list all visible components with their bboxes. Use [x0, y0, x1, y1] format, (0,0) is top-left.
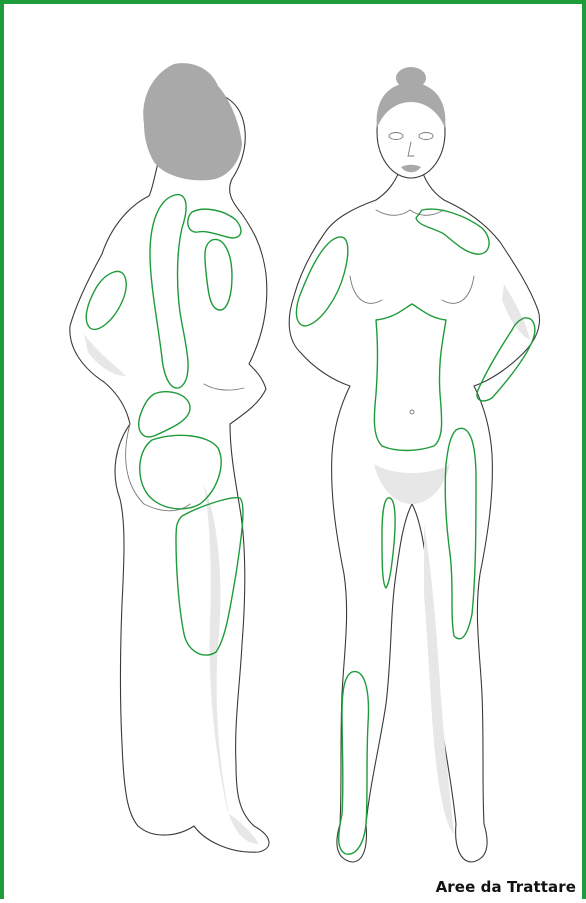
back-view-figure [70, 63, 269, 852]
back-view-silhouette [70, 92, 269, 852]
front-view-silhouette [289, 164, 539, 862]
body-diagram [4, 4, 586, 903]
back-view-hair [143, 63, 242, 180]
front-view-figure [289, 67, 539, 862]
front-view-hair-bun [396, 67, 426, 89]
caption: Aree da Trattare [436, 878, 576, 896]
